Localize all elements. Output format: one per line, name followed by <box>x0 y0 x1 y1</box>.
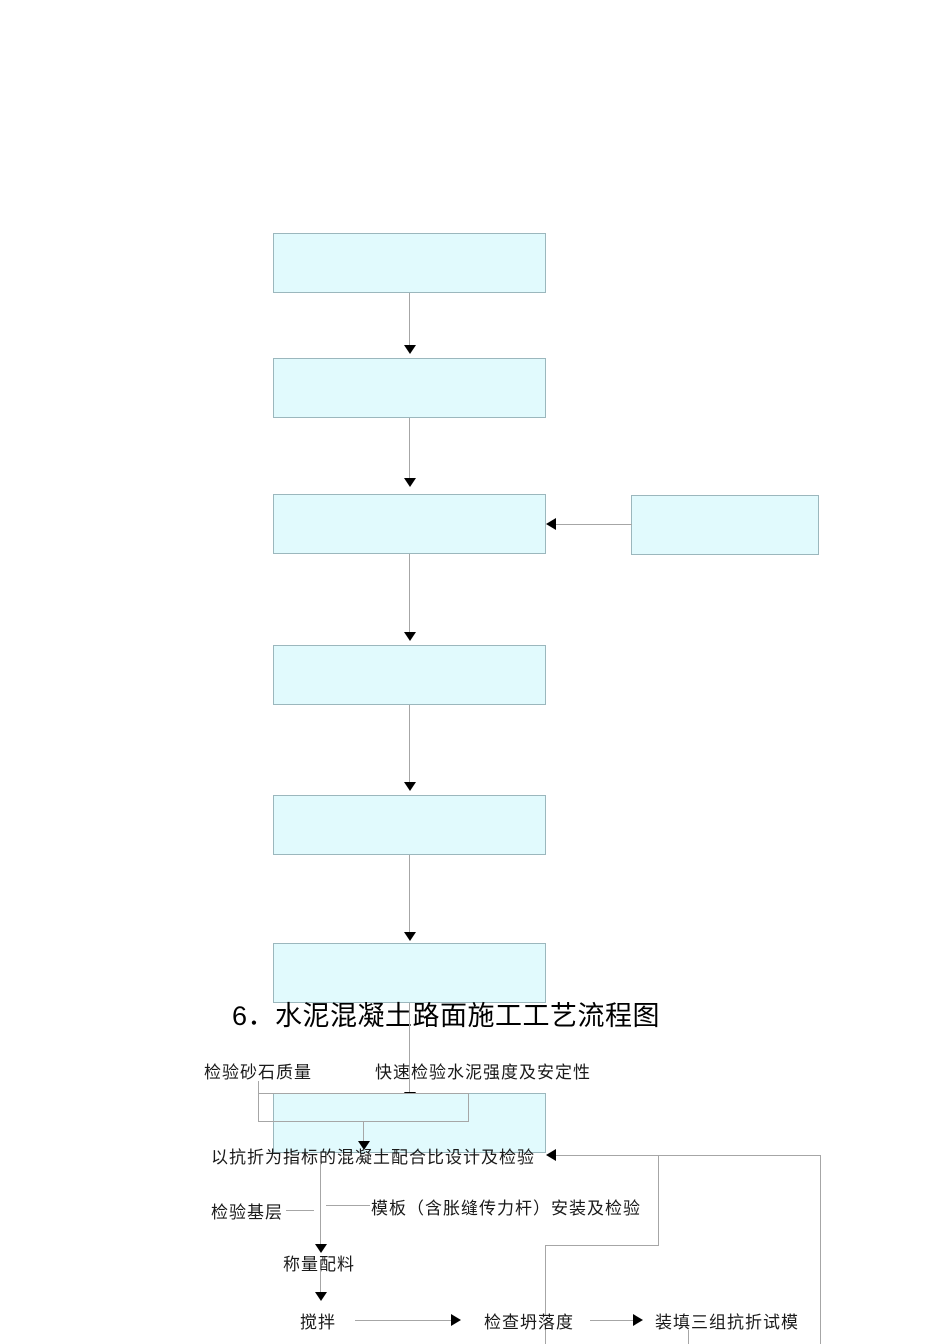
connector-base-stub <box>286 1210 314 1211</box>
arrow-right-icon <box>633 1314 643 1326</box>
flow-box-6 <box>273 943 546 1003</box>
arrow-down-icon <box>404 345 416 354</box>
flow-box-7 <box>273 1093 546 1153</box>
page-title: 6．水泥混凝土路面施工工艺流程图 <box>232 1001 661 1031</box>
connector-formwork-rail-down <box>658 1156 659 1245</box>
connector-feedback-into-mix <box>556 1155 820 1156</box>
connector-bracket-right-down <box>468 1093 469 1121</box>
connector-slump-to-specimen <box>590 1320 633 1321</box>
connector-3-4 <box>409 554 410 632</box>
arrow-down-icon <box>315 1244 327 1253</box>
arrow-down-icon <box>315 1292 327 1301</box>
connector-mix-to-weigh <box>320 1163 321 1244</box>
node-label-mix: 以抗折为指标的混凝土配合比设计及检验 <box>211 1148 535 1167</box>
arrow-down-icon <box>404 932 416 941</box>
connector-box6-to-cement <box>409 1003 410 1092</box>
connector-specimen-tail <box>688 1330 689 1344</box>
arrow-down-icon <box>404 478 416 487</box>
node-label-slump: 检查坍落度 <box>484 1313 574 1332</box>
connector-weigh-to-stir <box>320 1270 321 1292</box>
flow-box-5 <box>273 795 546 855</box>
connector-sand-down <box>258 1081 259 1121</box>
connector-side-to-3 <box>556 524 632 525</box>
connector-bracket-top <box>258 1093 468 1094</box>
flow-box-1 <box>273 233 546 293</box>
arrow-left-icon <box>546 1149 556 1161</box>
node-label-specimen: 装填三组抗折试模 <box>655 1313 799 1332</box>
flow-box-4 <box>273 645 546 705</box>
connector-slump-tail <box>545 1330 546 1344</box>
node-label-weigh: 称量配料 <box>283 1255 355 1274</box>
connector-slump-rail-down <box>545 1245 546 1315</box>
arrow-left-icon <box>546 518 556 530</box>
flow-box-side <box>631 495 819 555</box>
arrow-down-icon <box>404 782 416 791</box>
arrow-down-icon <box>404 632 416 641</box>
node-label-cement: 快速检验水泥强度及安定性 <box>375 1063 591 1082</box>
node-label-base: 检验基层 <box>211 1203 283 1222</box>
connector-formwork-rail-left <box>545 1245 659 1246</box>
node-label-formwork: 模板（含胀缝传力杆）安装及检验 <box>371 1199 641 1218</box>
node-label-stir: 搅拌 <box>300 1313 336 1332</box>
node-label-sand: 检验砂石质量 <box>204 1063 312 1082</box>
connector-bracket-center-down <box>363 1121 364 1141</box>
connector-stir-to-slump <box>355 1320 451 1321</box>
arrow-right-icon <box>451 1314 461 1326</box>
connector-formwork-stub <box>326 1205 370 1206</box>
flow-box-3 <box>273 494 546 554</box>
connector-1-2 <box>409 293 410 345</box>
connector-5-6 <box>409 855 410 932</box>
connector-feedback-right-rail <box>820 1155 821 1344</box>
arrow-down-icon <box>358 1141 370 1150</box>
connector-2-3 <box>409 418 410 478</box>
flow-box-2 <box>273 358 546 418</box>
connector-4-5 <box>409 705 410 782</box>
